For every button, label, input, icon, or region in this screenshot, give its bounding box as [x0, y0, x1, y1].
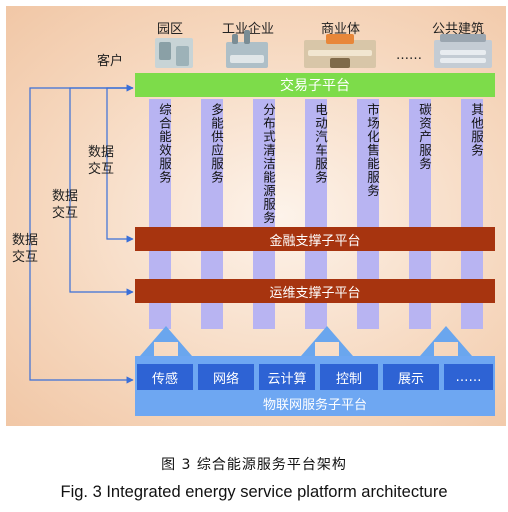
up-arrow: [140, 326, 192, 356]
finance-platform-bar: 金融支撑子平台: [135, 227, 495, 251]
customer-label: 客户: [97, 54, 124, 69]
service-column: [253, 99, 275, 329]
data-exchange-label-inner: 数据交互: [88, 145, 115, 177]
customer-public-label: 公共建筑: [432, 22, 485, 37]
iot-module-ellipsis: ……: [444, 364, 493, 390]
iot-module-network: 网络: [198, 364, 254, 390]
iot-module-control: 控制: [320, 364, 378, 390]
customer-ellipsis: ……: [396, 48, 422, 63]
service-multi-energy-supply: 多能供应服务: [209, 103, 224, 184]
ops-platform-bar: 运维支撑子平台: [135, 279, 495, 303]
customer-park-label: 园区: [157, 22, 184, 37]
figure-caption-zh: 图 3 综合能源服务平台架构: [161, 457, 347, 473]
service-electric-vehicle: 电动汽车服务: [313, 103, 328, 184]
service-distributed-clean-energy: 分布式清洁能源服务: [261, 103, 276, 225]
service-energy-efficiency: 综合能效服务: [157, 103, 172, 184]
data-exchange-line-inner: [106, 87, 134, 243]
up-arrow: [301, 326, 353, 356]
data-exchange-label-outer: 数据交互: [12, 233, 39, 265]
service-other: 其他服务: [469, 103, 484, 157]
service-market-energy-sales: 市场化售能服务: [365, 103, 380, 198]
customer-industrial-label: 工业企业: [222, 18, 274, 37]
data-exchange-line-middle: [69, 87, 134, 296]
service-carbon-assets: 碳资产服务: [417, 103, 432, 171]
figure-caption-en: Fig. 3 Integrated energy service platfor…: [60, 483, 448, 501]
trade-platform-bar: 交易子平台: [135, 73, 495, 97]
service-column: [201, 99, 223, 329]
customer-commercial-label: 商业体: [321, 22, 361, 37]
iot-module-sensing: 传感: [137, 364, 193, 390]
iot-platform-label: 物联网服务子平台: [262, 397, 367, 413]
iot-module-display: 展示: [383, 364, 439, 390]
data-exchange-label-middle: 数据交互: [52, 189, 79, 221]
iot-module-cloud-computing: 云计算: [259, 364, 315, 390]
service-column: [409, 99, 431, 329]
service-column: [305, 99, 327, 329]
service-column: [461, 99, 483, 329]
service-column: [149, 99, 171, 329]
service-column: [357, 99, 379, 329]
up-arrow: [420, 326, 472, 356]
data-exchange-line-outer: [29, 84, 134, 384]
